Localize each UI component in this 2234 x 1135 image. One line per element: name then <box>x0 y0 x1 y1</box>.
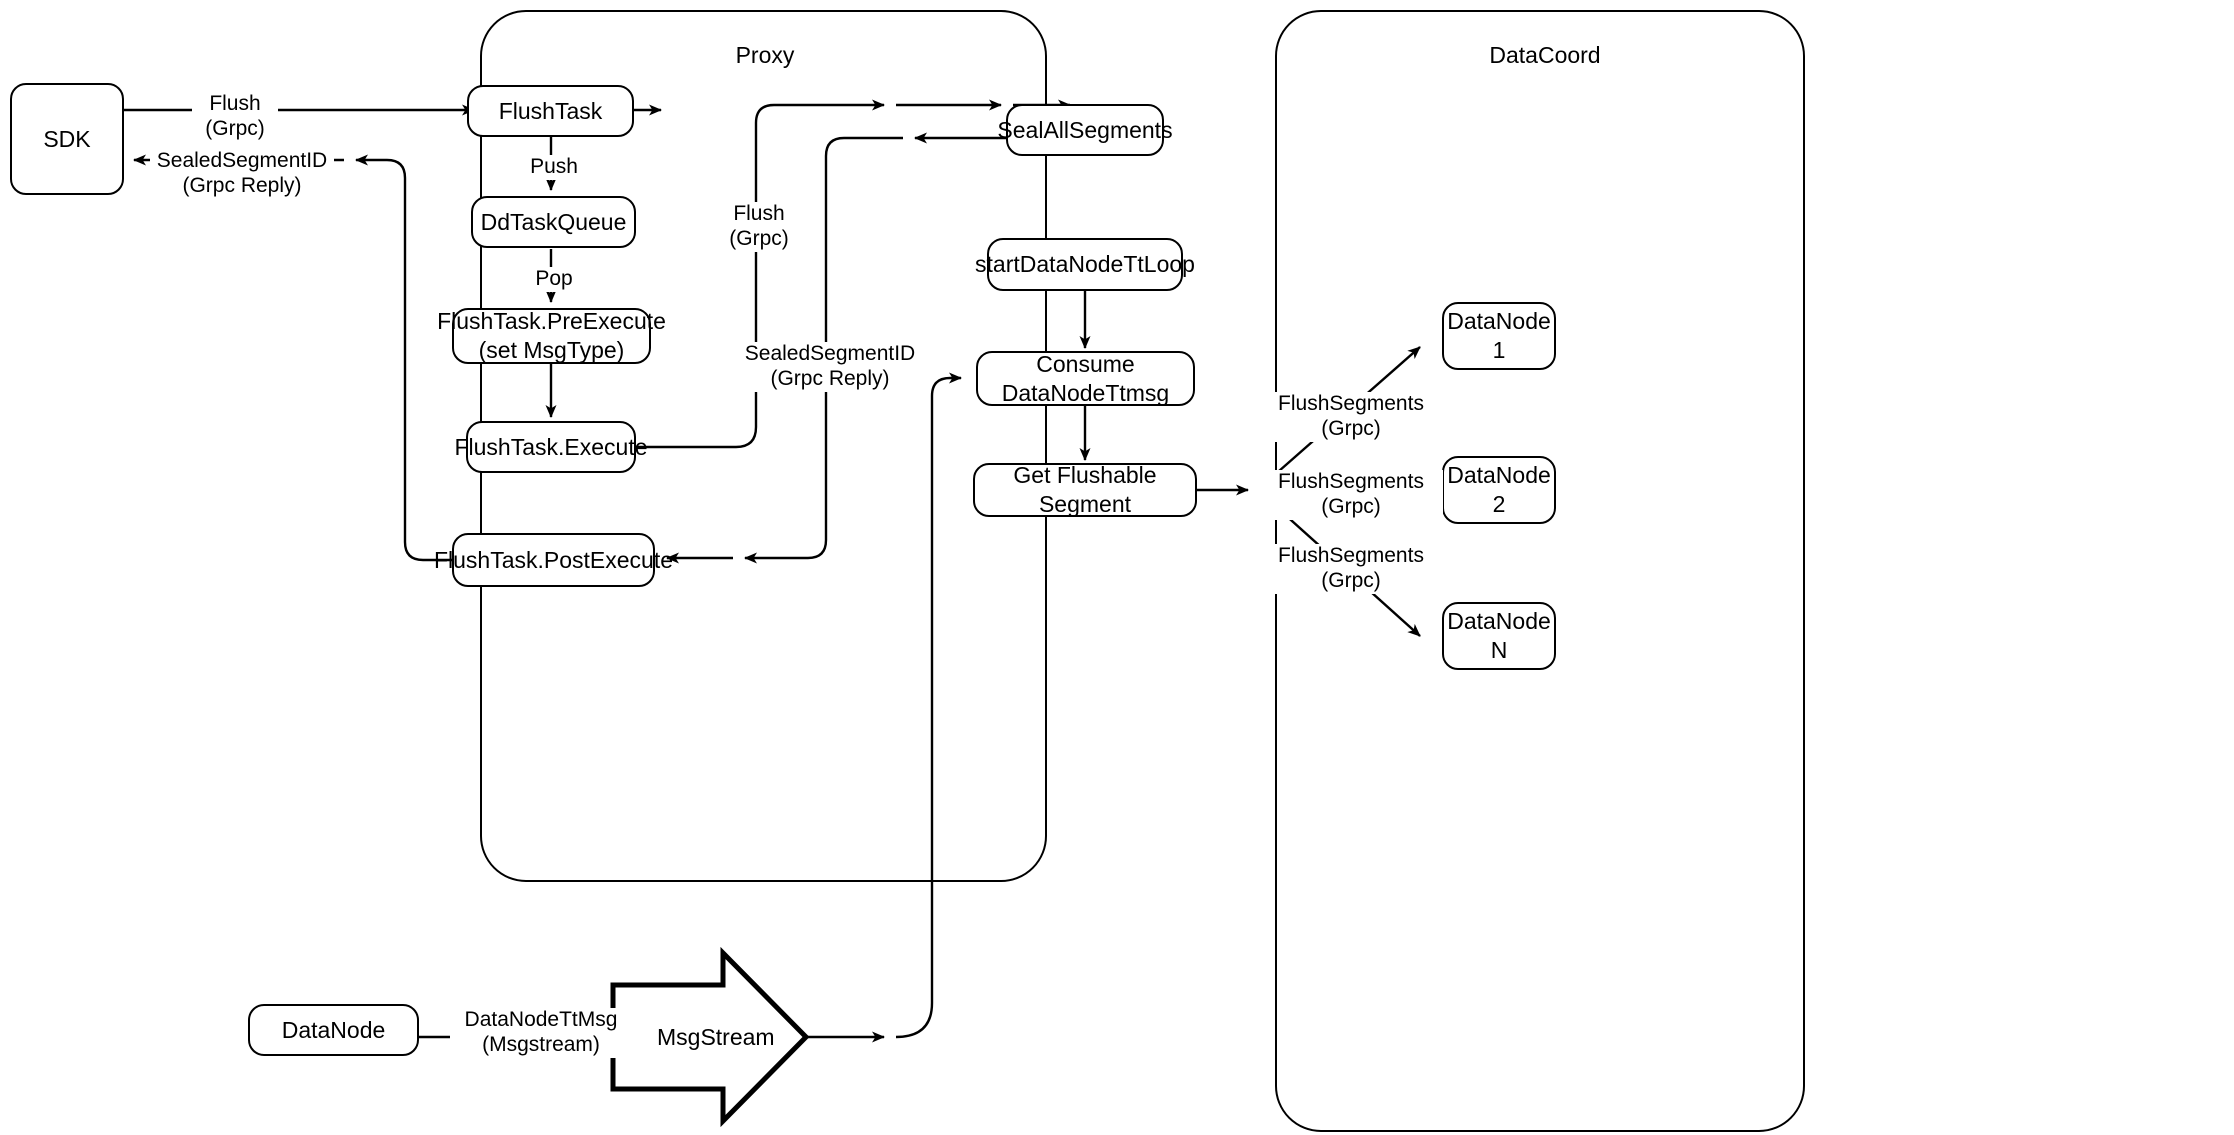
node-start-datanode-tt-loop[interactable]: startDataNodeTtLoop <box>975 238 1195 291</box>
node-datanode-source[interactable]: DataNode <box>248 1004 419 1056</box>
edge-label-coord-to-proxy-reply: SealedSegmentID (Grpc Reply) <box>738 342 922 392</box>
group-datacoord-title: DataCoord <box>1489 42 1601 68</box>
node-consume-datanode-ttmsg[interactable]: Consume DataNodeTtmsg <box>976 351 1195 406</box>
node-flush-task-postexecute[interactable]: FlushTask.PostExecute <box>434 533 673 587</box>
node-get-flushable-segment[interactable]: Get Flushable Segment <box>973 462 1197 517</box>
edge-execute-to-coord <box>636 99 885 449</box>
edge-label-pop: Pop <box>527 267 581 292</box>
edge-postexecute-to-rail <box>355 154 452 562</box>
edge-label-flush-segments-1: FlushSegments (Grpc) <box>1259 392 1443 442</box>
group-proxy-title: Proxy <box>735 42 795 68</box>
node-datanode-n[interactable]: DataNode N <box>1442 602 1556 670</box>
edge-coord-inbound-to-consume <box>895 372 962 1039</box>
node-flush-task-preexecute[interactable]: FlushTask.PreExecute (set MsgType) <box>437 308 666 364</box>
node-dd-task-queue[interactable]: DdTaskQueue <box>471 196 636 248</box>
edge-label-sdk-reply: SealedSegmentID (Grpc Reply) <box>150 149 334 199</box>
node-datanode-2[interactable]: DataNode 2 <box>1442 456 1556 524</box>
edge-label-push: Push <box>523 155 585 180</box>
edge-label-sdk-flush: Flush (Grpc) <box>192 92 278 142</box>
node-flush-task-execute[interactable]: FlushTask.Execute <box>454 421 648 473</box>
edge-label-proxy-to-coord-flush: Flush (Grpc) <box>716 202 802 252</box>
node-msgstream-label: MsgStream <box>657 1024 775 1050</box>
edge-label-flush-segments-2: FlushSegments (Grpc) <box>1259 470 1443 520</box>
node-flush-task[interactable]: FlushTask <box>467 85 634 137</box>
node-sdk[interactable]: SDK <box>10 83 124 195</box>
edge-label-flush-segments-n: FlushSegments (Grpc) <box>1259 544 1443 594</box>
node-seal-all-segments[interactable]: SealAllSegments <box>997 104 1173 156</box>
edge-label-datanode-tt-msg: DataNodeTtMsg (Msgstream) <box>450 1008 632 1058</box>
node-datanode-1[interactable]: DataNode 1 <box>1442 302 1556 370</box>
